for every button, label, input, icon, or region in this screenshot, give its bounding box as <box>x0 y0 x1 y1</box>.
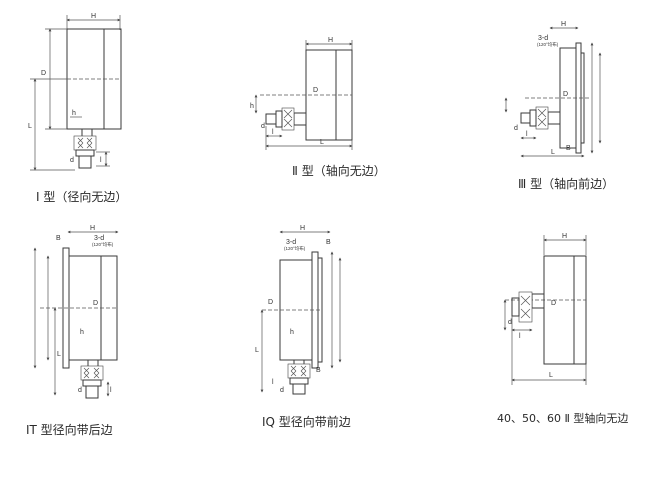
dim-label-d-small: d <box>514 125 518 132</box>
dim-label-d-big: D <box>563 91 568 98</box>
dim-label-d-small: d <box>508 319 512 326</box>
dim-label-b: B <box>566 145 571 152</box>
dim-label-h-small: h <box>290 329 294 336</box>
diagram-type-2-small: H D d l L 40、50、60 Ⅱ 型轴向无边 <box>497 233 628 425</box>
dim-label-l-big: L <box>320 139 324 146</box>
dim-label-holes: 3-d <box>94 235 104 242</box>
dim-label-h-small: h <box>80 329 84 336</box>
dim-label-h-small: h <box>72 110 76 117</box>
caption-type-1: Ⅰ 型（径向无边） <box>36 189 127 204</box>
dim-label-h: H <box>561 21 566 28</box>
dim-label-l-big: L <box>255 347 259 354</box>
dim-label-angle: (120°均布) <box>537 41 559 48</box>
dim-label-d-small: d <box>70 157 74 164</box>
dim-label-l-big: L <box>57 351 61 358</box>
dim-label-l-big: L <box>28 123 32 130</box>
dim-label-h: H <box>90 225 95 232</box>
dim-label-d-big: D <box>268 299 273 306</box>
dim-label-l-small: l <box>272 379 274 386</box>
dim-label-d-big: D <box>41 70 46 77</box>
caption-type-iq: IQ 型径向带前边 <box>262 414 351 429</box>
dim-label-holes: 3-d <box>286 239 296 246</box>
dim-label-b-lower: B <box>316 367 321 374</box>
dim-label-l-small: l <box>526 131 528 138</box>
dim-label-d-small: d <box>78 387 82 394</box>
dim-label-holes: 3-d <box>538 35 548 42</box>
dim-label-l-big: L <box>549 372 553 379</box>
diagram-type-3: H 3-d (120°均布) D d l B L Ⅲ 型（轴向前边） <box>504 21 614 191</box>
dim-label-b: B <box>326 239 331 246</box>
dim-label-l-big: L <box>551 149 555 156</box>
dim-label-h: H <box>91 13 96 20</box>
dim-label-d-big: D <box>93 300 98 307</box>
dim-label-l-small: l <box>110 387 112 394</box>
caption-type-3: Ⅲ 型（轴向前边） <box>518 176 614 191</box>
dim-label-l-small: l <box>272 129 274 136</box>
diagram-type-it: H B 3-d (120°均布) D L h l d IT 型径向带后边 <box>26 225 119 437</box>
dim-label-l-small: l <box>100 157 102 164</box>
caption-type-it: IT 型径向带后边 <box>26 422 113 437</box>
diagram-type-2: H D h d l L Ⅱ 型（轴向无边） <box>250 37 386 178</box>
caption-type-2: Ⅱ 型（轴向无边） <box>292 163 386 178</box>
dim-label-d-small: d <box>280 387 284 394</box>
dim-label-d-small: d <box>261 123 265 130</box>
dim-label-h-small: h <box>250 103 254 110</box>
dim-label-angle: (120°均布) <box>92 241 114 248</box>
dim-label-h: H <box>300 225 305 232</box>
dim-label-h: H <box>328 37 333 44</box>
dim-label-b: B <box>56 235 61 242</box>
dim-label-d-big: D <box>551 300 556 307</box>
dim-label-l-small: l <box>519 333 521 340</box>
caption-type-2-small: 40、50、60 Ⅱ 型轴向无边 <box>497 411 628 425</box>
diagram-type-iq: H 3-d (120°均布) B D L h B l d IQ 型径向带前边 <box>255 225 351 429</box>
dim-label-h: H <box>562 233 567 240</box>
dim-label-d-big: D <box>313 87 318 94</box>
diagram-type-1: H D L h l d Ⅰ 型（径向无边） <box>28 13 127 204</box>
dim-label-angle: (120°均布) <box>284 245 306 252</box>
